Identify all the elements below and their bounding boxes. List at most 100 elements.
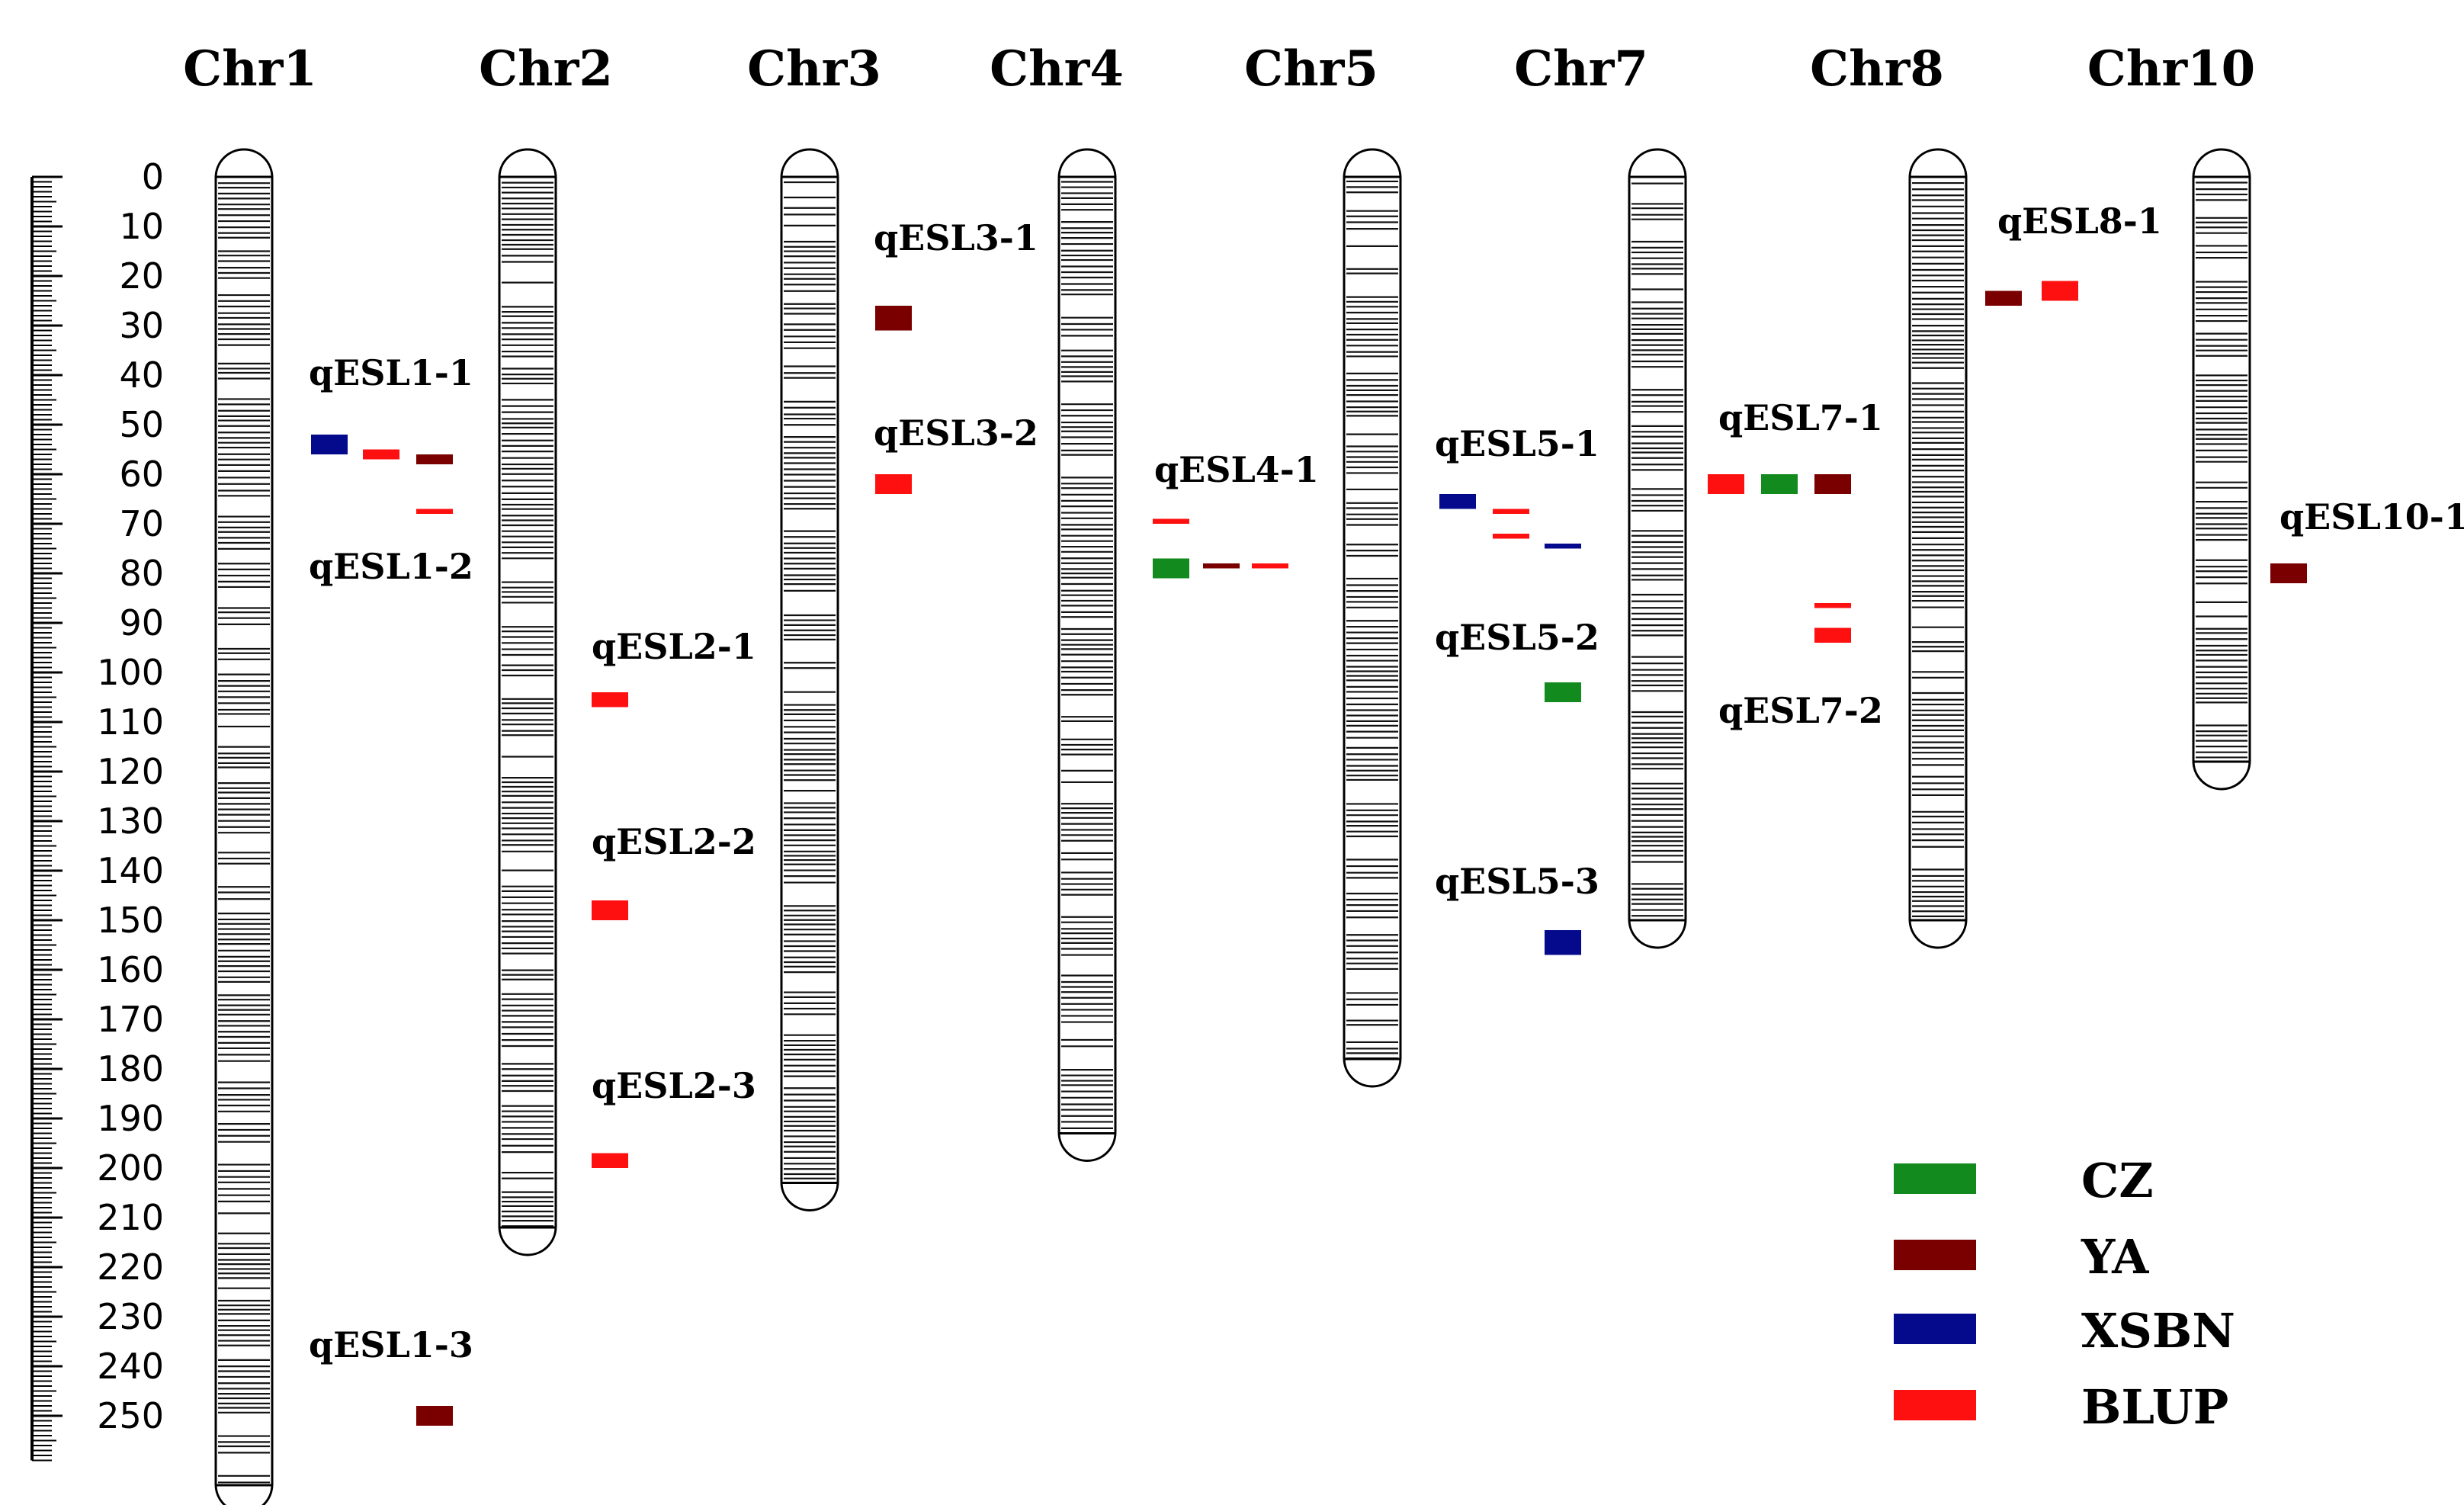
marker-bands — [2196, 175, 2247, 759]
qtl-qesl7-2: qESL7-2 — [1718, 603, 1883, 731]
qtl-segment-blup — [1493, 534, 1529, 539]
chromosome-outline — [498, 148, 557, 1256]
qtl-segment-blup — [592, 1153, 628, 1168]
qtl-segment-xsbn — [1545, 544, 1581, 549]
qtl-label: qESL10-1 — [2280, 496, 2464, 538]
legend-label: YA — [2081, 1229, 2149, 1285]
qtl-qesl5-3: qESL5-3 — [1435, 861, 1599, 955]
chromosome-title: Chr1 — [183, 40, 317, 98]
qtl-segment-blup — [1493, 509, 1529, 514]
legend-swatch — [1894, 1163, 1976, 1194]
qtl-segment-xsbn — [1439, 494, 1476, 509]
scale-tick-label: 140 — [97, 850, 164, 891]
qtl-segment-blup — [1814, 603, 1851, 608]
qtl-segment-blup — [592, 692, 628, 708]
qtl-qesl5-1: qESL5-1 — [1435, 423, 1599, 549]
scale-tick-label: 0 — [142, 156, 164, 197]
qtl-label: qESL2-2 — [592, 821, 756, 862]
qtl-label: qESL1-3 — [309, 1324, 473, 1365]
scale-tick-label: 100 — [97, 652, 164, 693]
marker-bands — [218, 175, 270, 1484]
scale-tick-label: 180 — [97, 1048, 164, 1089]
qtl-qesl5-2: qESL5-2 — [1435, 617, 1599, 702]
qtl-label: qESL4-1 — [1154, 449, 1319, 490]
scale-tick-label: 170 — [97, 999, 164, 1040]
scale-tick-label: 200 — [97, 1147, 164, 1189]
legend-item-cz: CZ — [1894, 1153, 2154, 1208]
qtl-segment-blup — [875, 474, 912, 494]
scale-tick-label: 210 — [97, 1197, 164, 1238]
qtl-qesl1-3: qESL1-3 — [309, 1324, 473, 1426]
qtl-qesl10-1: qESL10-1 — [2270, 496, 2464, 583]
qtl-segment-xsbn — [311, 435, 348, 454]
chromosome-title: Chr3 — [747, 40, 881, 98]
scale-tick-label: 10 — [119, 206, 164, 247]
marker-bands — [1631, 175, 1683, 917]
scale-tick-label: 240 — [97, 1346, 164, 1387]
legend-item-blup: BLUP — [1894, 1379, 2228, 1435]
scale-tick-label: 60 — [119, 454, 164, 495]
scale-tick-label: 30 — [119, 305, 164, 346]
legend: CZ YA XSBN BLUP — [1894, 1153, 2235, 1435]
marker-bands — [1061, 175, 1113, 1129]
qtl-segment-ya — [416, 454, 453, 464]
scale-tick-label: 80 — [119, 553, 164, 594]
chromosome-chr10: Chr10 — [2087, 40, 2255, 791]
qtl-segment-cz — [1545, 682, 1581, 702]
qtl-qesl1-1: qESL1-1 — [309, 352, 473, 464]
qtl-label: qESL5-1 — [1435, 423, 1599, 464]
qtl-label: qESL1-1 — [309, 352, 473, 393]
scale-tick-label: 150 — [97, 900, 164, 941]
scale-tick-label: 130 — [97, 801, 164, 842]
scale-tick-label: 110 — [97, 701, 164, 743]
marker-bands — [784, 175, 836, 1179]
qtl-qesl7-1: qESL7-1 — [1708, 397, 1883, 494]
qtl-segment-cz — [1761, 474, 1798, 494]
qtl-qesl2-2: qESL2-2 — [592, 821, 756, 920]
qtl-label: qESL1-2 — [309, 546, 473, 587]
qtl-segment-blup — [1814, 627, 1851, 643]
scale-tick-label: 230 — [97, 1296, 164, 1337]
legend-label: CZ — [2081, 1153, 2154, 1208]
qtl-segment-ya — [416, 1406, 453, 1426]
chromosome-chr2: Chr2 — [479, 40, 613, 1256]
qtl-segment-ya — [875, 306, 912, 331]
qtl-label: qESL7-2 — [1718, 690, 1883, 731]
scale-tick-label: 220 — [97, 1247, 164, 1288]
qtl-segment-blup — [592, 900, 628, 920]
qtl-segment-blup — [1153, 518, 1189, 524]
legend-label: XSBN — [2081, 1303, 2235, 1359]
chromosome-title: Chr5 — [1244, 40, 1378, 98]
qtl-qesl4-1: qESL4-1 — [1153, 449, 1319, 579]
marker-bands — [1346, 175, 1398, 1060]
qtl-label: qESL5-3 — [1435, 861, 1599, 902]
qtl-segment-ya — [1203, 563, 1240, 569]
scale-tick-label: 120 — [97, 751, 164, 792]
qtl-label: qESL5-2 — [1435, 617, 1599, 658]
chromosome-title: Chr10 — [2087, 40, 2255, 98]
legend-swatch — [1894, 1240, 1976, 1270]
marker-bands — [1912, 175, 1964, 917]
chromosome-chr4: Chr4 — [990, 40, 1124, 1162]
legend-swatch — [1894, 1314, 1976, 1344]
scale-bar: 0102030405060708090100110120130140150160… — [30, 156, 164, 1462]
qtl-label: qESL2-1 — [592, 626, 756, 667]
scale-tick-label: 250 — [97, 1395, 164, 1436]
scale-tick-label: 70 — [119, 503, 164, 544]
qtl-segment-blup — [1708, 474, 1744, 494]
chromosome-chr7: Chr7 — [1514, 40, 1687, 949]
qtl-label: qESL3-1 — [874, 217, 1038, 258]
scale-tick-label: 190 — [97, 1098, 164, 1139]
legend-label: BLUP — [2081, 1379, 2228, 1435]
chromosome-title: Chr7 — [1514, 40, 1648, 98]
scale-tick-label: 40 — [119, 355, 164, 396]
scale-tick-label: 20 — [119, 255, 164, 297]
scale-tick-label: 160 — [97, 949, 164, 990]
qtl-segment-blup — [363, 449, 399, 460]
qtl-label: qESL3-2 — [874, 412, 1038, 454]
qtl-label: qESL8-1 — [1997, 201, 2162, 242]
chromosome-chr1: Chr1 — [183, 40, 317, 1505]
qtl-qesl1-2: qESL1-2 — [309, 509, 473, 587]
qtl-segment-xsbn — [1545, 930, 1581, 955]
